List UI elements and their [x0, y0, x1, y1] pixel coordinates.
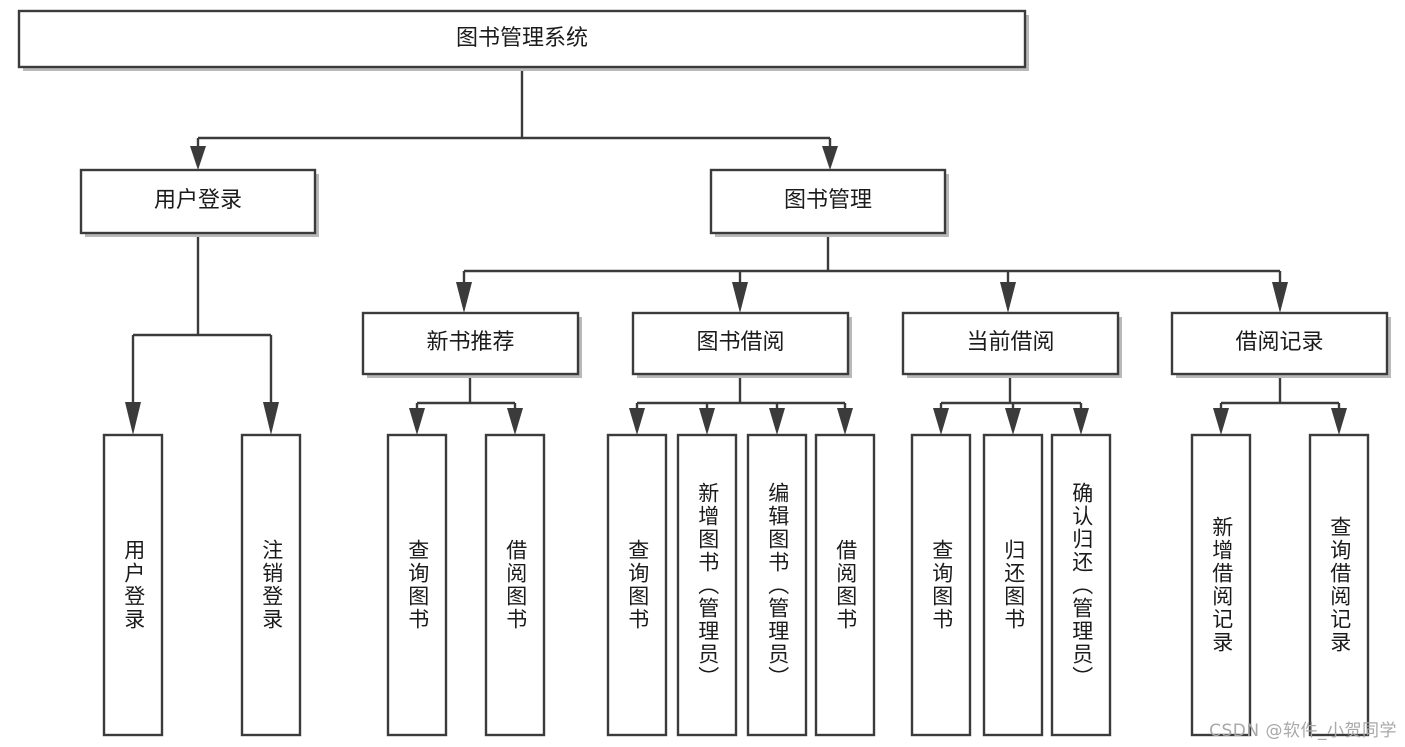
edge-records-to-leaves: [1213, 374, 1347, 435]
node-leaf-query-book-3[interactable]: [910, 433, 972, 737]
watermark: CSDN @软件_小贺同学: [1209, 721, 1397, 741]
node-leaf-return-book[interactable]: [982, 433, 1044, 737]
node-user-login[interactable]: [79, 168, 319, 237]
edge-login-to-leaves: [125, 233, 279, 435]
edge-books-to-level2: [456, 233, 1288, 313]
edge-current-to-leaves: [933, 374, 1089, 435]
node-new-book-recommend[interactable]: [361, 311, 582, 378]
node-leaf-query-record[interactable]: [1308, 433, 1370, 737]
node-leaf-borrow-book-2[interactable]: [814, 433, 876, 737]
node-leaf-query-book-1[interactable]: [386, 433, 448, 737]
node-book-borrow[interactable]: [631, 311, 852, 378]
edge-borrow-to-leaves: [629, 374, 853, 435]
node-leaf-confirm-return[interactable]: [1050, 433, 1112, 737]
node-borrow-records[interactable]: [1170, 311, 1391, 378]
node-leaf-edit-book[interactable]: [746, 433, 808, 737]
node-leaf-add-record[interactable]: [1190, 433, 1252, 737]
node-root[interactable]: [17, 9, 1029, 71]
edge-newbook-to-leaves: [409, 374, 523, 435]
node-leaf-user-login[interactable]: [102, 433, 164, 737]
node-leaf-query-book-2[interactable]: [606, 433, 668, 737]
edge-root-to-level1: [190, 67, 838, 170]
node-leaf-add-book[interactable]: [676, 433, 738, 737]
node-leaf-logout[interactable]: [240, 433, 302, 737]
node-book-management[interactable]: [709, 168, 949, 237]
node-current-borrow[interactable]: [901, 311, 1122, 378]
node-leaf-borrow-book-1[interactable]: [484, 433, 546, 737]
